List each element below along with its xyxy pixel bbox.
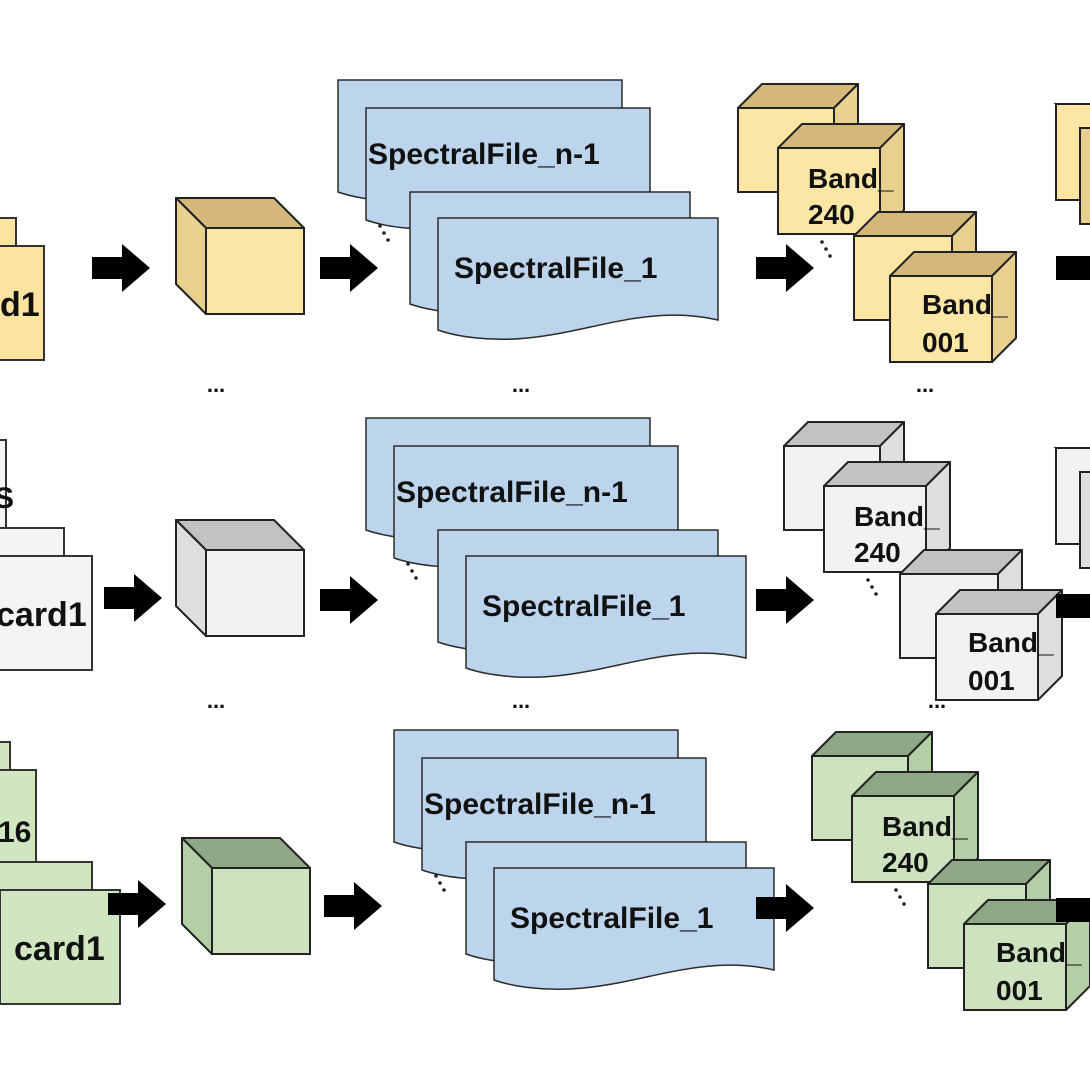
band-label-line1: Band_: [968, 627, 1054, 658]
pipeline-row-green: 16card1SpectralFile_n-1SpectralFile_1Ban…: [0, 729, 1090, 1011]
band-label-line1: Band_: [882, 811, 968, 842]
band-label-line1: Band_: [808, 163, 894, 194]
ellipsis-text: ...: [512, 372, 530, 397]
pipeline-row-gray: Scard1SpectralFile_n-1SpectralFile_1Band…: [0, 417, 1090, 701]
band-label-line1: Band_: [996, 937, 1082, 968]
spectral-file-sheet: [493, 867, 775, 991]
band-cube: [935, 589, 1063, 701]
band-cube: [889, 251, 1017, 363]
spectral-file-label-back: SpectralFile_n-1: [396, 476, 628, 509]
card-label-back: S: [0, 482, 14, 515]
band-label-line2: 240: [808, 199, 855, 230]
ellipsis-text: ...: [512, 688, 530, 713]
band-label-line2: 001: [922, 327, 969, 358]
arrow-icon: [1056, 594, 1090, 618]
ellipsis-dots: [434, 874, 446, 892]
spectral-file-sheet: [465, 555, 747, 679]
cube-icon: [181, 837, 311, 955]
spectral-file-label-back: SpectralFile_n-1: [424, 788, 656, 821]
spectral-file-sheet: [437, 217, 719, 341]
arrow-icon: [324, 882, 382, 930]
cube-icon: [175, 519, 305, 637]
spectral-file-label-front: SpectralFile_1: [454, 252, 657, 285]
card-label: d1: [0, 286, 40, 324]
arrow-icon: [108, 880, 166, 928]
ellipsis-dots: [894, 888, 906, 906]
band-label-line2: 001: [968, 665, 1015, 696]
arrow-icon: [320, 244, 378, 292]
card-stack: 16 card1: [0, 741, 121, 1005]
band-label-line2: 240: [854, 537, 901, 568]
band-cube-partial: [1053, 447, 1090, 569]
band-cube: [777, 123, 905, 235]
card-label: card1: [14, 930, 105, 968]
arrow-icon: [104, 574, 162, 622]
ellipsis-text: ...: [928, 688, 946, 713]
cube-icon: [175, 197, 305, 315]
band-cube-partial: [1053, 103, 1090, 225]
ellipsis-dots: [820, 240, 832, 258]
spectral-file-label-front: SpectralFile_1: [482, 590, 685, 623]
spectral-file-label-back: SpectralFile_n-1: [368, 138, 600, 171]
ellipsis-dots: [406, 562, 418, 580]
arrow-icon: [1056, 256, 1090, 280]
arrow-icon: [756, 884, 814, 932]
pipeline-row-yellow: d1SpectralFile_n-1SpectralFile_1Band_240…: [0, 79, 1090, 363]
arrow-icon: [1056, 898, 1090, 922]
ellipsis-text: ...: [207, 688, 225, 713]
band-cube: [823, 461, 951, 573]
ellipsis-text: ...: [207, 372, 225, 397]
card-label: card1: [0, 596, 87, 634]
band-label-line2: 240: [882, 847, 929, 878]
ellipsis-dots: [866, 578, 878, 596]
band-label-line1: Band_: [854, 501, 940, 532]
arrow-icon: [756, 576, 814, 624]
card-stack: d1: [0, 217, 45, 361]
ellipsis-dots: [378, 224, 390, 242]
card-label-back: 16: [0, 816, 31, 849]
arrow-icon: [92, 244, 150, 292]
ellipsis-text: ...: [916, 372, 934, 397]
band-cube: [851, 771, 979, 883]
band-label-line1: Band_: [922, 289, 1008, 320]
arrow-icon: [756, 244, 814, 292]
spectral-file-label-front: SpectralFile_1: [510, 902, 713, 935]
band-label-line2: 001: [996, 975, 1043, 1006]
arrow-icon: [320, 576, 378, 624]
